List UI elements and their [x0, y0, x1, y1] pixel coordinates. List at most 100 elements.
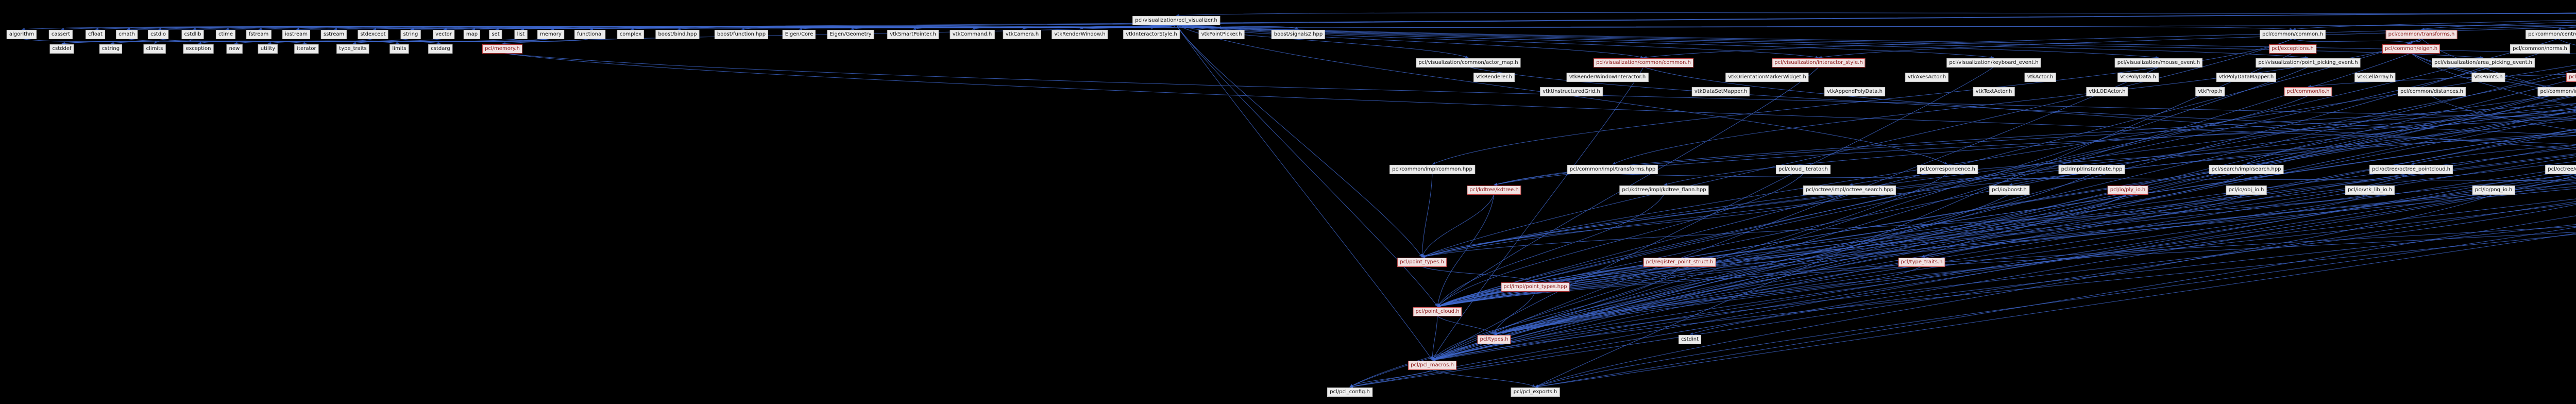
graph-node-vtkpoints[interactable]: vtkPoints.h: [2471, 73, 2505, 82]
graph-node-cmath_[interactable]: cmath: [116, 30, 138, 39]
graph-node-bfunction[interactable]: boost/function.hpp: [714, 30, 769, 39]
graph-node-vtkcmd[interactable]: vtkCommand.h: [950, 30, 995, 39]
graph-node-cstddef_[interactable]: cstddef: [49, 44, 74, 54]
graph-node-vtktext[interactable]: vtkTextActor.h: [1973, 87, 2015, 96]
graph-node-objio[interactable]: pcl/io/obj_io.h: [2226, 186, 2267, 195]
graph-node-cstring_[interactable]: cstring: [99, 44, 123, 54]
graph-node-kdtree[interactable]: pcl/kdtree/kdtree.h: [1467, 186, 1521, 195]
graph-node-vtkaxes[interactable]: vtkAxesActor.h: [1905, 73, 1949, 82]
graph-node-exception_[interactable]: exception: [183, 44, 214, 54]
graph-node-limits_[interactable]: limits: [389, 44, 409, 54]
graph-node-ctransforms[interactable]: pcl/common/transforms.h: [2385, 30, 2458, 39]
graph-node-vizcommon[interactable]: pcl/visualization/common/common.h: [1594, 58, 1693, 68]
graph-node-implsearch[interactable]: pcl/search/impl/search.hpp: [2209, 165, 2284, 174]
graph-node-kbevent[interactable]: pcl/visualization/keyboard_event.h: [1946, 58, 2041, 68]
graph-node-fstream_[interactable]: fstream: [246, 30, 272, 39]
graph-node-impltransforms[interactable]: pcl/common/impl/transforms.hpp: [1567, 165, 1658, 174]
graph-node-vtklibio[interactable]: pcl/io/vtk_lib_io.h: [2345, 186, 2395, 195]
graph-node-mouseevent[interactable]: pcl/visualization/mouse_event.h: [2114, 58, 2203, 68]
graph-node-newh[interactable]: new: [226, 44, 243, 54]
graph-node-vtkug[interactable]: vtkUnstructuredGrid.h: [1540, 87, 1603, 96]
graph-node-cstdint_[interactable]: cstdint: [1678, 335, 1702, 344]
graph-node-typetraitsh[interactable]: pcl/type_traits.h: [1898, 258, 1945, 267]
graph-node-implkdtreeflann[interactable]: pcl/kdtree/impl/kdtree_flann.hpp: [1619, 186, 1709, 195]
graph-node-bsig2[interactable]: boost/signals2.hpp: [1271, 30, 1326, 39]
graph-node-pointcloud[interactable]: pcl/point_cloud.h: [1413, 307, 1462, 316]
graph-node-typetraits_[interactable]: type_traits: [336, 44, 369, 54]
graph-node-vtkrw[interactable]: vtkRenderWindow.h: [1052, 30, 1108, 39]
graph-node-vtkpdm[interactable]: vtkPolyDataMapper.h: [2216, 73, 2277, 82]
graph-node-vector_[interactable]: vector: [433, 30, 454, 39]
graph-node-exceptions[interactable]: pcl/exceptions.h: [2269, 44, 2316, 54]
graph-node-vtkactor[interactable]: vtkActor.h: [2024, 73, 2056, 82]
graph-node-memory_[interactable]: memory: [537, 30, 564, 39]
graph-node-stdexcept_[interactable]: stdexcept: [358, 30, 388, 39]
graph-node-vtkpolydata[interactable]: vtkPolyData.h: [2117, 73, 2159, 82]
graph-node-pclmemory[interactable]: pcl/memory.h: [482, 44, 522, 54]
graph-node-interstyle[interactable]: pcl/visualization/interactor_style.h: [1772, 58, 1866, 68]
graph-node-ppevent[interactable]: pcl/visualization/point_picking_event.h: [2256, 58, 2361, 68]
graph-node-implpointtypes[interactable]: pcl/impl/point_types.hpp: [1501, 282, 1570, 292]
graph-node-alg[interactable]: algorithm: [6, 30, 37, 39]
graph-node-pclmacros[interactable]: pcl/pcl_macros.h: [1408, 361, 1456, 370]
graph-node-cstdlib_[interactable]: cstdlib: [181, 30, 204, 39]
graph-node-vtkprop[interactable]: vtkProp.h: [2195, 87, 2225, 96]
graph-node-octnodes[interactable]: pcl/octree/octree_nodes.h: [2545, 165, 2576, 174]
graph-node-cdistances[interactable]: pcl/common/distances.h: [2397, 87, 2466, 96]
graph-node-iterator_[interactable]: iterator: [294, 44, 319, 54]
graph-node-pointindices[interactable]: pcl/PointIndices.h: [2566, 73, 2576, 82]
graph-node-plyio[interactable]: pcl/io/ply_io.h: [2107, 186, 2148, 195]
graph-node-apevent[interactable]: pcl/visualization/area_picking_event.h: [2432, 58, 2535, 68]
graph-node-imploctsearch[interactable]: pcl/octree/impl/octree_search.hpp: [1803, 186, 1896, 195]
graph-node-string_[interactable]: string: [400, 30, 421, 39]
graph-node-vtksp[interactable]: vtkSmartPointer.h: [887, 30, 939, 39]
graph-node-list_[interactable]: list: [514, 30, 528, 39]
graph-node-complex_[interactable]: complex: [617, 30, 645, 39]
graph-node-utility_[interactable]: utility: [258, 44, 278, 54]
graph-node-ioboost[interactable]: pcl/io/boost.h: [1989, 186, 2029, 195]
graph-node-vtkis[interactable]: vtkInteractorStyle.h: [1123, 30, 1180, 39]
graph-node-correspondence[interactable]: pcl/correspondence.h: [1917, 165, 1978, 174]
graph-node-vtkcellarray[interactable]: vtkCellArray.h: [2354, 73, 2396, 82]
graph-node-set_[interactable]: set: [489, 30, 502, 39]
graph-node-iostream_[interactable]: iostream: [282, 30, 310, 39]
graph-node-vtkrwi[interactable]: vtkRenderWindowInteractor.h: [1566, 73, 1649, 82]
graph-node-vtkcam[interactable]: vtkCamera.h: [1003, 30, 1042, 39]
graph-node-cintersections[interactable]: pcl/common/intersections.h: [2537, 87, 2576, 96]
graph-node-ccommon[interactable]: pcl/common/common.h: [2260, 30, 2326, 39]
graph-node-ceigen[interactable]: pcl/common/eigen.h: [2382, 44, 2441, 54]
graph-node-cassert_[interactable]: cassert: [48, 30, 73, 39]
graph-node-vtkomw[interactable]: vtkOrientationMarkerWidget.h: [1725, 73, 1809, 82]
graph-node-implcommon[interactable]: pcl/common/impl/common.hpp: [1389, 165, 1475, 174]
graph-node-regpointstruct[interactable]: pcl/register_point_struct.h: [1643, 258, 1716, 267]
graph-node-pclexports[interactable]: pcl/pcl_exports.h: [1511, 388, 1560, 397]
graph-node-climits_[interactable]: climits: [143, 44, 166, 54]
graph-node-ctime_[interactable]: ctime: [215, 30, 236, 39]
graph-node-pcltypes[interactable]: pcl/types.h: [1477, 335, 1511, 344]
graph-node-map_[interactable]: map: [463, 30, 481, 39]
graph-node-vtklod[interactable]: vtkLODActor.h: [2086, 87, 2128, 96]
graph-node-vtkren[interactable]: vtkRenderer.h: [1473, 73, 1515, 82]
graph-node-sstream_[interactable]: sstream: [320, 30, 347, 39]
graph-node-ccentroid[interactable]: pcl/common/centroid.h: [2526, 30, 2576, 39]
graph-node-cstdio_[interactable]: cstdio: [148, 30, 168, 39]
graph-node-pclconfig[interactable]: pcl/pcl_config.h: [1327, 388, 1372, 397]
graph-node-cfloat_[interactable]: cfloat: [86, 30, 105, 39]
graph-node-eicore[interactable]: Eigen/Core: [782, 30, 816, 39]
graph-node-vtkapd[interactable]: vtkAppendPolyData.h: [1824, 87, 1885, 96]
graph-node-functional_[interactable]: functional: [574, 30, 605, 39]
graph-node-eigeo[interactable]: Eigen/Geometry: [827, 30, 874, 39]
graph-node-cnorms[interactable]: pcl/common/norms.h: [2510, 44, 2570, 54]
graph-node-ptypes[interactable]: pcl/point_types.h: [1397, 258, 1447, 267]
graph-node-bbind[interactable]: boost/bind.hpp: [655, 30, 700, 39]
graph-node-vtkdsm[interactable]: vtkDataSetMapper.h: [1691, 87, 1750, 96]
graph-node-clouditer[interactable]: pcl/cloud_iterator.h: [1776, 165, 1831, 174]
graph-node-cio[interactable]: pcl/common/io.h: [2284, 87, 2332, 96]
graph-node-pngio[interactable]: pcl/io/png_io.h: [2472, 186, 2515, 195]
graph-node-vizh[interactable]: pcl/visualization/pcl_visualizer.h: [1132, 16, 1220, 25]
graph-node-actormap[interactable]: pcl/visualization/common/actor_map.h: [1416, 58, 1521, 68]
graph-node-vtkpp[interactable]: vtkPointPicker.h: [1198, 30, 1245, 39]
graph-node-instantiate[interactable]: pcl/impl/instantiate.hpp: [2058, 165, 2125, 174]
graph-node-octpc[interactable]: pcl/octree/octree_pointcloud.h: [2369, 165, 2453, 174]
graph-node-cstdarg_[interactable]: cstdarg: [428, 44, 453, 54]
